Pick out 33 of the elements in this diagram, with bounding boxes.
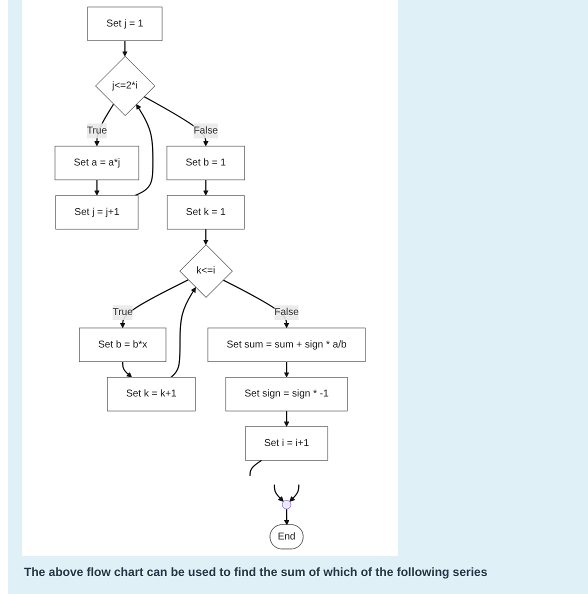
node-circle (282, 500, 292, 510)
arrow (134, 104, 154, 196)
arrow (289, 484, 300, 502)
arrow (284, 411, 290, 427)
node-diamond: k<=i (179, 244, 233, 298)
edge-label: False (274, 307, 299, 318)
arrow (202, 229, 208, 246)
edge-label: True (112, 307, 133, 318)
edge-label: False (193, 125, 218, 136)
node-box: Set i = i+1 (244, 426, 328, 461)
node-box: Set sign = sign * -1 (225, 377, 348, 412)
arrow (94, 104, 114, 146)
node-box: Set b = 1 (166, 146, 245, 180)
edge-label: True (86, 125, 107, 136)
arrow (170, 287, 196, 378)
node-box: Set k = k+1 (106, 377, 196, 412)
arrow (122, 40, 128, 57)
arrow (284, 509, 290, 526)
arrow (202, 180, 208, 196)
node-box: Set b = b*x (78, 328, 166, 362)
node-diamond: j<=2*i (95, 56, 156, 116)
node-box: Set j = j+1 (55, 195, 138, 230)
node-box: Set j = 1 (87, 6, 162, 42)
node-box: Set k = 1 (166, 195, 245, 230)
caption: The above flow chart can be used to find the sum of which of the following series (24, 565, 488, 579)
arrow (274, 484, 284, 502)
node-box: Set a = a*j (54, 146, 139, 180)
arrow (94, 180, 100, 196)
arrow (120, 279, 188, 328)
connector (249, 460, 262, 476)
arrow (122, 362, 132, 378)
node-box: Set sum = sum + sign * a/b (207, 328, 366, 362)
arrow (284, 362, 290, 378)
